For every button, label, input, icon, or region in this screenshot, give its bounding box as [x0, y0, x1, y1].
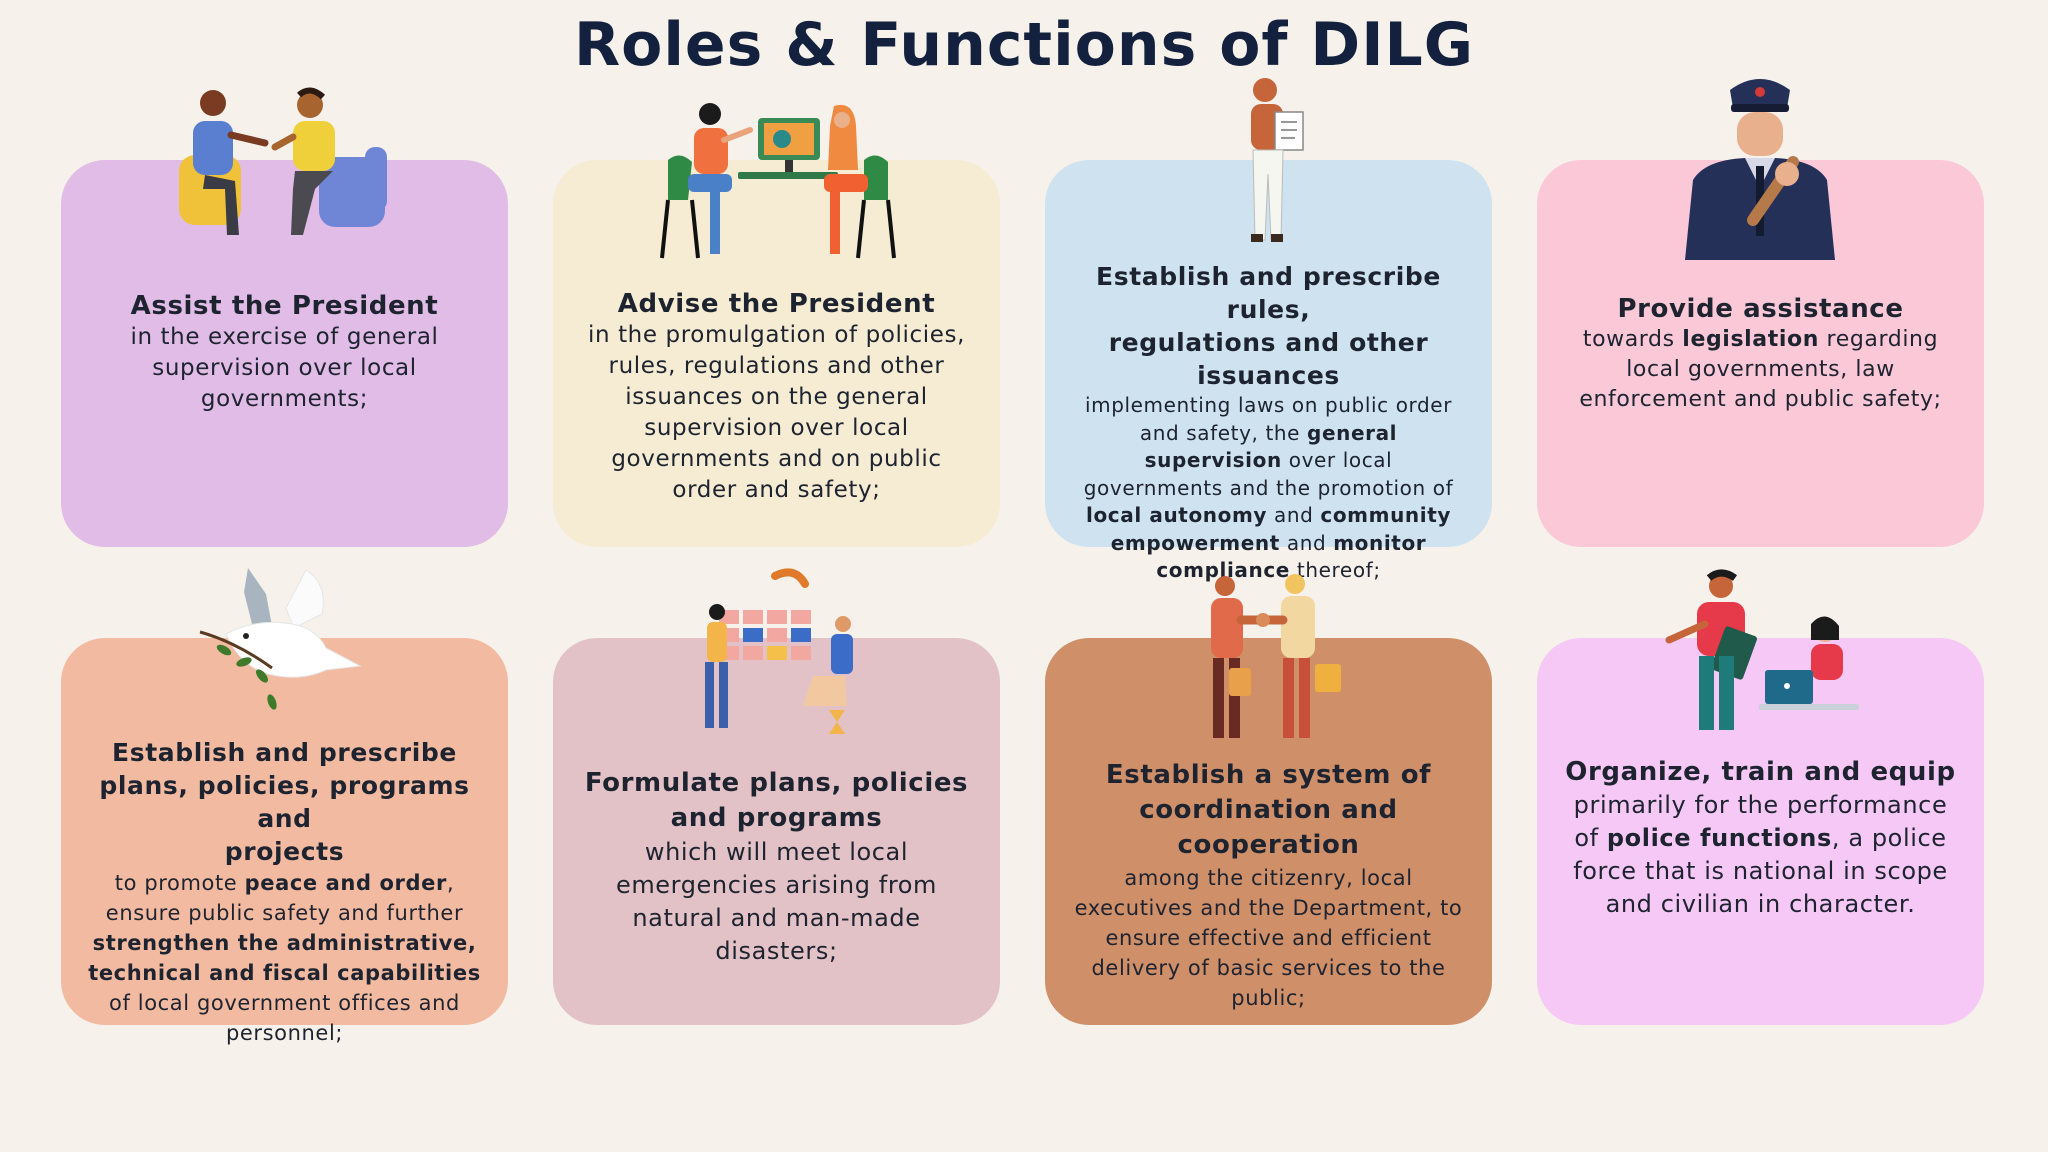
body-text-segment: primarily for the performance of — [1573, 791, 1948, 852]
emphasis-text: general supervision — [1144, 420, 1398, 473]
card-body: which will meet local emergencies arisin… — [615, 838, 938, 965]
role-card-5: Establish and prescribe plans, policies,… — [61, 638, 508, 1045]
planning-calendar-icon — [695, 566, 865, 736]
emphasis-text: peace and order — [244, 871, 447, 895]
card-heading: Establish and prescribe rules, regulatio… — [1096, 262, 1441, 390]
card-heading: Organize, train and equip — [1565, 757, 1956, 787]
role-card-6: Formulate plans, policies and programs w… — [553, 638, 1000, 1025]
meeting-at-table-icon — [658, 100, 898, 260]
body-text-segment: , ensure public safety and further — [105, 871, 464, 925]
body-text-segment: , a police force that is national in sco… — [1573, 824, 1948, 918]
handshake-icon — [1195, 572, 1355, 747]
role-card-7: Establish a system of coordination and c… — [1045, 638, 1492, 1025]
card-body: in the promulgation of policies, rules, … — [587, 322, 965, 503]
body-text-segment: over local governments and the promotion… — [1083, 448, 1454, 500]
card-body: towards legislation regarding local gove… — [1559, 325, 1962, 415]
body-text-segment: of local government offices and personne… — [109, 991, 460, 1045]
card-body: implementing laws on public order and sa… — [1061, 392, 1476, 585]
body-text-segment: towards — [1582, 327, 1683, 352]
emphasis-text: legislation — [1682, 327, 1819, 352]
person-with-document-icon — [1225, 74, 1315, 249]
card-heading: Advise the President — [617, 289, 936, 319]
card-body: in the exercise of general supervision o… — [130, 324, 439, 412]
card-body: among the citizenry, local executives an… — [1074, 866, 1463, 1010]
role-card-2: Advise the President in the promulgation… — [553, 160, 1000, 547]
body-text-segment: thereof; — [1289, 558, 1381, 582]
police-officer-icon — [1675, 70, 1845, 260]
body-text-segment: and — [1267, 503, 1321, 527]
body-text-segment: and — [1279, 530, 1334, 555]
emphasis-text: local autonomy — [1085, 503, 1268, 527]
body-text-segment: to promote — [114, 871, 245, 895]
card-heading: Establish a system of coordination and c… — [1105, 760, 1432, 860]
emphasis-text: community empowerment — [1110, 503, 1451, 555]
card-body: primarily for the performance of police … — [1559, 789, 1962, 921]
role-card-3: Establish and prescribe rules, regulatio… — [1045, 160, 1492, 582]
page-title: Roles & Functions of DILG — [573, 10, 1475, 80]
emphasis-text: strengthen the administrative, technical… — [88, 931, 481, 985]
body-text-segment: implementing laws on public order and sa… — [1084, 393, 1453, 445]
card-heading: Assist the President — [130, 291, 439, 321]
emphasis-text: police functions — [1606, 824, 1832, 852]
card-heading: Provide assistance — [1617, 294, 1904, 324]
dove-with-olive-branch-icon — [196, 564, 366, 729]
body-text-segment: regarding local governments, law enforce… — [1579, 327, 1942, 412]
training-with-laptop-icon — [1655, 568, 1870, 733]
role-card-8: Organize, train and equip primarily for … — [1537, 638, 1984, 1025]
card-heading: Formulate plans, policies and programs — [584, 768, 969, 833]
card-heading: Establish and prescribe plans, policies,… — [99, 738, 470, 866]
card-body: to promote peace and order, ensure publi… — [77, 868, 492, 1048]
role-card-1: Assist the President in the exercise of … — [61, 160, 508, 547]
two-people-talking-icon — [175, 85, 405, 245]
